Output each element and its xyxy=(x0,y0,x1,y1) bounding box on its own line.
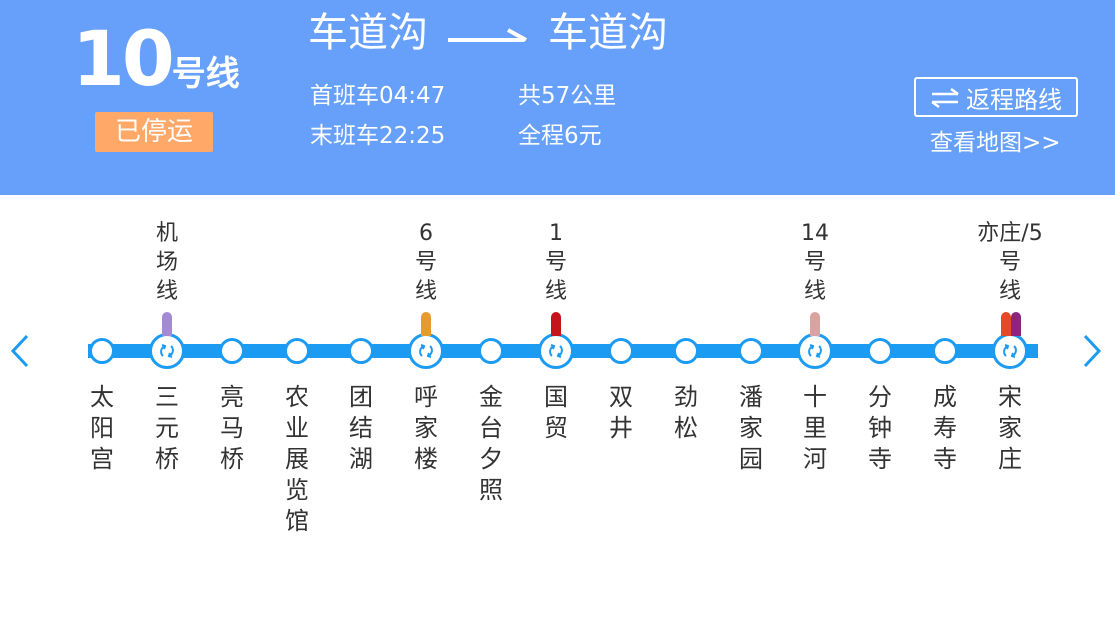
view-map-link[interactable]: 查看地图>> xyxy=(930,130,1061,156)
station-name: 团结湖 xyxy=(349,383,373,473)
transfer-icon xyxy=(419,344,433,358)
transfer-icon xyxy=(808,344,822,358)
transfer-line-tick xyxy=(1011,312,1021,336)
swap-arrows-icon xyxy=(930,80,960,120)
transfer-station-marker[interactable] xyxy=(149,333,185,369)
station-marker[interactable] xyxy=(673,338,699,364)
transfer-line-name: 号线 xyxy=(803,250,826,304)
transfer-line-number: 1 xyxy=(549,221,563,246)
last-train-time: 末班车22:25 xyxy=(310,123,446,149)
line-distance: 共57公里 xyxy=(518,83,617,109)
next-arrow-icon[interactable] xyxy=(1080,333,1104,369)
transfer-icon xyxy=(160,344,174,358)
transfer-station-marker[interactable] xyxy=(797,333,833,369)
line-number-digits: 10 xyxy=(72,14,175,103)
route-title: 车道沟 车道沟 xyxy=(308,8,668,60)
station-marker[interactable] xyxy=(219,338,245,364)
transfer-line-label: 亦庄/5 号线 xyxy=(950,219,1070,306)
station-name: 宋家庄 xyxy=(998,383,1022,473)
station-marker[interactable] xyxy=(932,338,958,364)
station-marker[interactable] xyxy=(738,338,764,364)
station-name: 分钟寺 xyxy=(868,383,892,473)
transfer-line-name: 机场线 xyxy=(155,221,178,304)
transfer-line-tick xyxy=(551,312,561,336)
station-name: 劲松 xyxy=(674,383,698,442)
transfer-line-label: 14 号线 xyxy=(755,219,875,306)
line-number-suffix: 号线 xyxy=(171,54,240,94)
transfer-line-number: 亦庄/5 xyxy=(977,221,1043,246)
line-header: 10号线 已停运 车道沟车道沟 首班车04:47 末班车22:25 共57公里 … xyxy=(0,0,1115,195)
arrow-right-icon xyxy=(446,10,530,60)
transfer-line-number: 6 xyxy=(419,221,433,246)
return-route-label: 返程路线 xyxy=(966,86,1062,114)
transfer-station-marker[interactable] xyxy=(992,333,1028,369)
station-name: 双井 xyxy=(609,383,633,442)
station-marker[interactable] xyxy=(867,338,893,364)
station-marker[interactable] xyxy=(348,338,374,364)
transfer-line-tick xyxy=(421,312,431,336)
status-badge: 已停运 xyxy=(95,112,213,152)
route-from: 车道沟 xyxy=(308,10,428,56)
return-route-button[interactable]: 返程路线 xyxy=(914,77,1078,117)
transfer-line-label: 1 号线 xyxy=(496,219,616,306)
transfer-line-number: 14 xyxy=(801,221,829,246)
station-name: 三元桥 xyxy=(155,383,179,473)
station-name: 成寿寺 xyxy=(933,383,957,473)
line-number: 10号线 xyxy=(72,14,240,104)
transfer-line-label: 机场线 xyxy=(107,219,227,306)
station-name: 太阳宫 xyxy=(90,383,114,473)
station-name: 农业展览馆 xyxy=(285,383,309,535)
transfer-icon xyxy=(1003,344,1017,358)
route-to: 车道沟 xyxy=(548,10,668,56)
station-marker[interactable] xyxy=(89,338,115,364)
station-name: 潘家园 xyxy=(739,383,763,473)
transfer-station-marker[interactable] xyxy=(408,333,444,369)
station-name: 亮马桥 xyxy=(220,383,244,473)
station-name: 十里河 xyxy=(803,383,827,473)
station-marker[interactable] xyxy=(608,338,634,364)
transfer-line-label: 6 号线 xyxy=(366,219,486,306)
station-name: 国贸 xyxy=(544,383,568,442)
first-train-time: 首班车04:47 xyxy=(310,83,446,109)
transfer-line-tick xyxy=(162,312,172,336)
prev-arrow-icon[interactable] xyxy=(8,333,32,369)
station-marker[interactable] xyxy=(284,338,310,364)
station-marker[interactable] xyxy=(478,338,504,364)
transfer-line-name: 号线 xyxy=(544,250,567,304)
station-name: 呼家楼 xyxy=(414,383,438,473)
station-name: 金台夕照 xyxy=(479,383,503,504)
transfer-line-tick xyxy=(810,312,820,336)
transfer-line-name: 号线 xyxy=(414,250,437,304)
transfer-icon xyxy=(549,344,563,358)
transfer-station-marker[interactable] xyxy=(538,333,574,369)
transfer-line-tick xyxy=(1001,312,1011,336)
line-fare: 全程6元 xyxy=(518,123,602,149)
transfer-line-name: 号线 xyxy=(998,250,1021,304)
